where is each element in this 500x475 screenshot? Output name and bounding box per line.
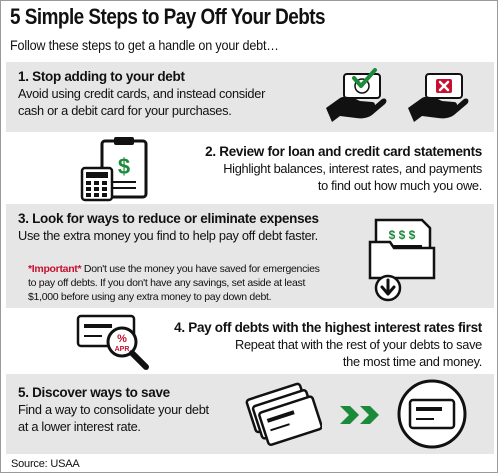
step-2-heading: 2. Review for loan and credit card state… bbox=[205, 144, 482, 159]
step-4-line-1: Repeat that with the rest of your debts … bbox=[235, 337, 482, 352]
step-5-text: 5. Discover ways to save Find a way to c… bbox=[18, 384, 209, 435]
step-3-important-note: *Important* Don't use the money you have… bbox=[28, 262, 328, 304]
step-3-line-1: Use the extra money you find to help pay… bbox=[18, 228, 318, 243]
step-1-line-1: Avoid using credit cards, and instead co… bbox=[18, 86, 266, 101]
step-3-text: 3. Look for ways to reduce or eliminate … bbox=[18, 210, 319, 244]
source-credit: Source: USAA bbox=[11, 458, 80, 470]
hand-holding-approved-card-icon bbox=[326, 68, 387, 122]
step-5-band: 5. Discover ways to save Find a way to c… bbox=[6, 374, 494, 454]
apr-label: APR bbox=[115, 346, 130, 353]
step-3-band: 3. Look for ways to reduce or eliminate … bbox=[6, 204, 494, 308]
step-3-heading: 3. Look for ways to reduce or eliminate … bbox=[18, 211, 319, 226]
important-label: *Important* bbox=[28, 263, 82, 275]
step-2-text: 2. Review for loan and credit card state… bbox=[205, 143, 482, 194]
green-chevrons-icon bbox=[340, 406, 379, 424]
svg-text:$ $ $: $ $ $ bbox=[389, 228, 416, 242]
step-2-band: $ 2. Review for loan and credit card sta… bbox=[6, 132, 494, 204]
magnifier-apr-card-icon: % APR bbox=[76, 314, 149, 370]
step-1-heading: 1. Stop adding to your debt bbox=[18, 69, 185, 84]
page-subtitle: Follow these steps to get a handle on yo… bbox=[10, 37, 279, 53]
step-4-line-2: the most time and money. bbox=[342, 354, 482, 369]
step-4-heading: 4. Pay off debts with the highest intere… bbox=[174, 320, 482, 335]
step-4-text: 4. Pay off debts with the highest intere… bbox=[174, 319, 482, 370]
step-1-line-2: cash or a debit card for your purchases. bbox=[18, 103, 232, 118]
stacked-cards-icon bbox=[245, 382, 322, 446]
page-title: 5 Simple Steps to Pay Off Your Debts bbox=[10, 4, 326, 29]
svg-text:$: $ bbox=[118, 154, 130, 179]
svg-text:%: % bbox=[117, 333, 127, 345]
step-1-band: 1. Stop adding to your debt Avoid using … bbox=[6, 62, 494, 132]
step-4-band: % APR 4. Pay off debts with the highest … bbox=[6, 308, 494, 374]
important-text: Don't use the money you have saved for e… bbox=[28, 263, 320, 303]
hand-holding-declined-card-icon bbox=[408, 73, 469, 122]
step-5-line-2: at a lower interest rate. bbox=[18, 419, 141, 434]
step-5-heading: 5. Discover ways to save bbox=[18, 385, 170, 400]
money-folder-download-icon: $ $ $ bbox=[368, 218, 436, 302]
step-2-line-2: to find out how much you owe. bbox=[317, 178, 482, 193]
single-card-icon bbox=[397, 379, 467, 449]
clipboard-calculator-icon: $ bbox=[80, 137, 148, 202]
step-5-line-1: Find a way to consolidate your debt bbox=[18, 402, 209, 417]
step-1-text: 1. Stop adding to your debt Avoid using … bbox=[18, 68, 265, 119]
step-2-line-1: Highlight balances, interest rates, and … bbox=[223, 161, 482, 176]
